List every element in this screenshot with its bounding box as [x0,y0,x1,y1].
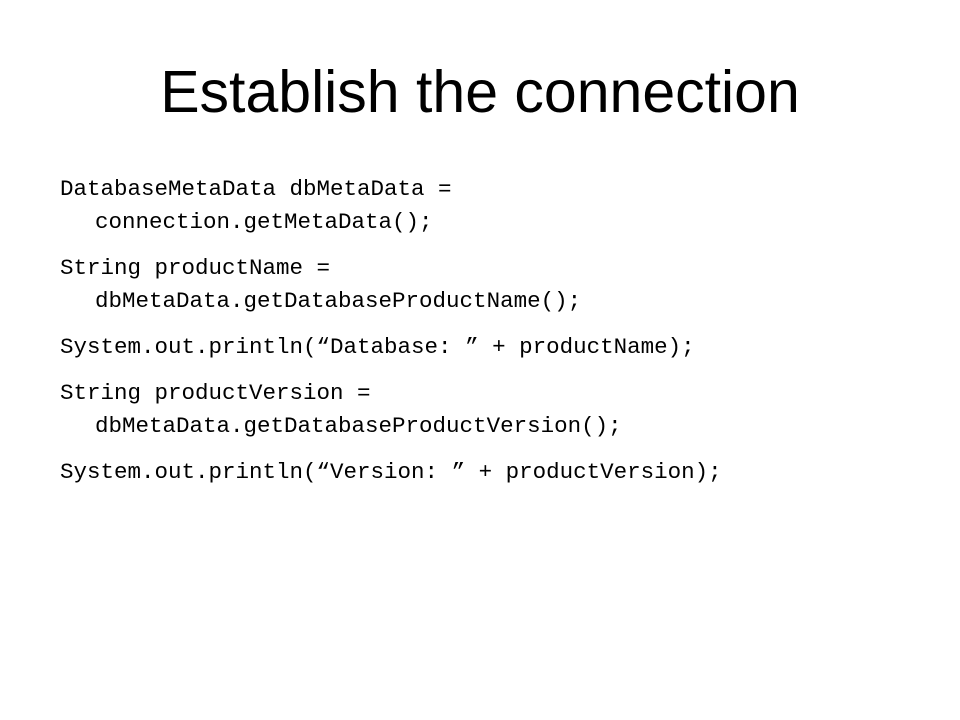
code-line: System.out.println(“Version: ” + product… [60,459,722,485]
code-statement: System.out.println(“Database: ” + produc… [60,331,940,364]
code-statement: System.out.println(“Version: ” + product… [60,456,940,489]
code-statement: DatabaseMetaData dbMetaData = connection… [60,173,940,239]
slide-title: Establish the connection [160,59,800,125]
code-line: String productName = [60,255,331,281]
code-line-continuation: connection.getMetaData(); [95,209,433,235]
code-statement: String productName = dbMetaData.getDatab… [60,252,940,318]
code-line: System.out.println(“Database: ” + produc… [60,334,695,360]
code-line-continuation: dbMetaData.getDatabaseProductName(); [95,288,582,314]
code-block: DatabaseMetaData dbMetaData = connection… [60,173,940,502]
code-line: String productVersion = [60,380,371,406]
code-line: DatabaseMetaData dbMetaData = [60,176,452,202]
code-line-continuation: dbMetaData.getDatabaseProductVersion(); [95,413,622,439]
code-statement: String productVersion = dbMetaData.getDa… [60,377,940,443]
